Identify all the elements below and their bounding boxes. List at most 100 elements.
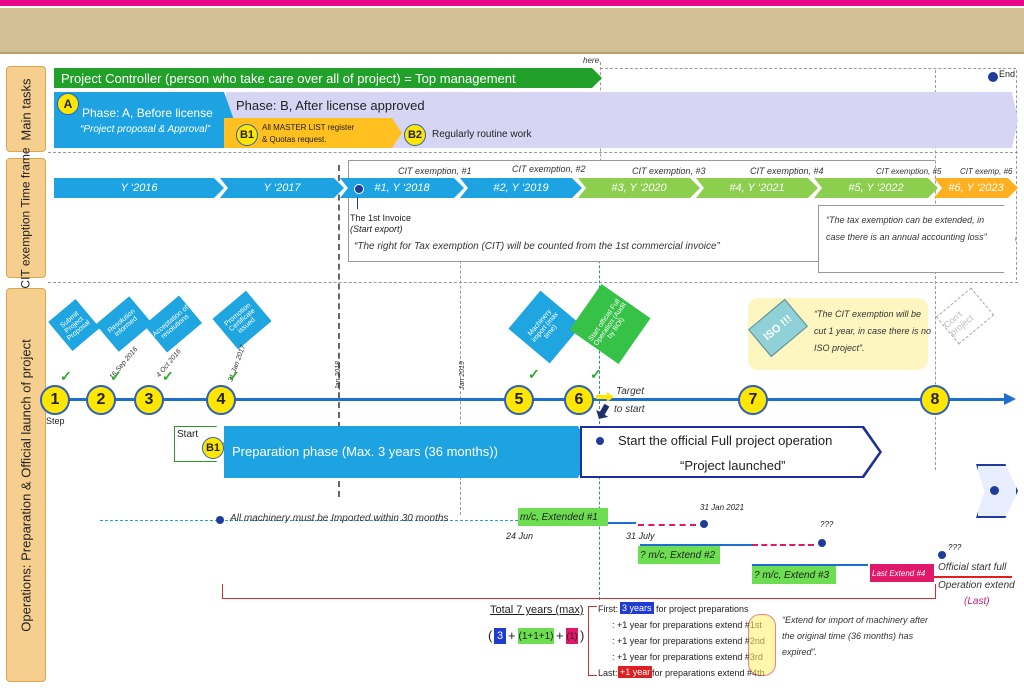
step-6[interactable]: 6: [564, 385, 594, 415]
final-dot: [990, 486, 999, 495]
ext1-dashed: [638, 524, 696, 526]
last-extend-4: Last Extend #4: [870, 564, 934, 582]
timeline-arrowhead: [1004, 393, 1016, 405]
machinery-dot: [216, 516, 224, 524]
official-dot: [596, 437, 604, 445]
flag-6: Start official Full Operation (Audit by …: [569, 284, 650, 364]
ext3-line: [752, 564, 868, 566]
mc-extend-2: ? m/c, Extend #2: [638, 546, 720, 564]
check-3: ✓: [162, 368, 174, 384]
year-2019: #2, Y ‘2019: [460, 178, 582, 198]
check-6: ✓: [590, 366, 602, 382]
ext2-dot: [818, 539, 826, 547]
q-marks-2: ???: [948, 543, 962, 552]
target-sub: to start: [614, 404, 645, 415]
here-line: [600, 68, 1016, 69]
year-2018: #1, Y ‘2018: [340, 178, 464, 198]
formula-close: ): [580, 628, 585, 643]
badge-b1-ops: B1: [202, 437, 224, 459]
prep-phase-label: Preparation phase (Max. 3 years (36 mont…: [232, 444, 498, 459]
total-bracket: [222, 584, 936, 599]
flag-4: Promotion Certificate issued: [212, 291, 271, 350]
end-dot: [988, 72, 998, 82]
invoice-arrow: [357, 197, 358, 209]
year-2020: #3, Y ‘2020: [578, 178, 700, 198]
ordinal-highlight: [748, 614, 776, 676]
last-row-label: Last:: [598, 668, 618, 678]
extend-note: “The tax exemption can be extended, in c…: [826, 215, 987, 242]
last-row-rest: for preparations extend #4th: [652, 668, 765, 678]
b2-text: Regularly routine work: [432, 129, 532, 140]
mark-jan-2018: Jan 2018: [334, 361, 342, 390]
date-24jun: 24 Jun: [506, 531, 534, 541]
step-4[interactable]: 4: [206, 385, 236, 415]
first-label: First:: [598, 604, 618, 614]
step-5[interactable]: 5: [504, 385, 534, 415]
phase-b-label: Phase: B, After license approved: [236, 98, 425, 113]
cit-exemption-2: CIT exemption, #2: [512, 164, 586, 174]
cit-exemption-4: CIT exemption, #4: [750, 166, 824, 176]
last-label: (Last): [964, 596, 990, 607]
step-3[interactable]: 3: [134, 385, 164, 415]
prep-phase-bar: [224, 426, 592, 478]
vline-right: [1016, 70, 1018, 280]
first-value: 3 years: [620, 602, 654, 614]
step-label: Step: [46, 416, 65, 426]
banner: [0, 8, 1024, 54]
year-2022: #5, Y ‘2022: [814, 178, 938, 198]
invoice-label: The 1st Invoice: [350, 213, 412, 223]
ext-line-1: : +1 year for preparations extend #1st: [612, 620, 762, 630]
formula-plus-2: +: [556, 628, 564, 643]
official-label: Start the official Full project operatio…: [618, 433, 833, 448]
target-arrow: [596, 392, 614, 402]
top-strip: [0, 0, 1024, 6]
b1-text: All MASTER LIST register& Quotas request…: [262, 123, 355, 144]
invoice-sub: (Start export): [350, 224, 403, 234]
operation-extend: Operation extend: [938, 580, 1015, 591]
cit-exemption-3: CIT exemption, #3: [632, 166, 706, 176]
here-label: here: [583, 56, 600, 65]
check-2: ✓: [110, 368, 122, 384]
check-4: ✓: [228, 368, 240, 384]
list-bracket: [588, 606, 597, 676]
last-row-value: +1 year: [618, 666, 653, 678]
official-sub: “Project launched”: [680, 458, 786, 473]
step-7[interactable]: 7: [738, 385, 768, 415]
ext4-dot: [938, 551, 946, 559]
formula-3: 3: [494, 628, 506, 644]
badge-b2: B2: [404, 124, 426, 146]
flag-2: Resolution informed: [96, 296, 153, 352]
phase-a-sub: “Project proposal & Approval”: [80, 124, 211, 135]
step-8[interactable]: 8: [920, 385, 950, 415]
check-5: ✓: [528, 366, 540, 382]
first-rest: for project preparations: [656, 604, 749, 614]
ext1-arrow: [608, 522, 636, 524]
official-bar: [582, 428, 879, 476]
step-1[interactable]: 1: [40, 385, 70, 415]
divider-1: [48, 152, 1018, 153]
cit-exemption-6: CIT exemp, #6: [960, 167, 1013, 176]
phase-a-bar: [54, 92, 234, 148]
year-bar: Y ‘2016 Y ‘2017 #1, Y ‘2018 #2, Y ‘2019 …: [54, 178, 1018, 198]
phase-a-label: Phase: A, Before license: [82, 106, 213, 120]
divider-2: [48, 282, 1018, 283]
ext-line-3: : +1 year for preparations extend #3rd: [612, 652, 763, 662]
badge-b1: B1: [236, 124, 258, 146]
badge-a: A: [57, 93, 79, 115]
official-start-full: Official start full: [938, 562, 1007, 573]
target-pointer: [593, 402, 613, 423]
machinery-line: [100, 520, 518, 521]
tax-right-note: “The right for Tax exemption (CIT) will …: [354, 241, 720, 252]
step-2[interactable]: 2: [86, 385, 116, 415]
mc-extended-1: m/c, Extended #1: [518, 508, 608, 526]
year-2021: #4, Y ‘2021: [696, 178, 818, 198]
formula-open: (: [488, 628, 493, 643]
formula-last: (1): [566, 628, 578, 644]
main-tasks-header: Main tasks: [6, 66, 46, 152]
operations-header: Operations: Preparation & Official launc…: [6, 288, 46, 682]
ext2-line: [640, 544, 752, 546]
date-31jan: 31 Jan 2021: [700, 503, 745, 512]
flag-3: Acceptation of resolutions: [144, 295, 202, 352]
target-label: Target: [616, 386, 644, 397]
ext2-dashed: [752, 544, 814, 546]
